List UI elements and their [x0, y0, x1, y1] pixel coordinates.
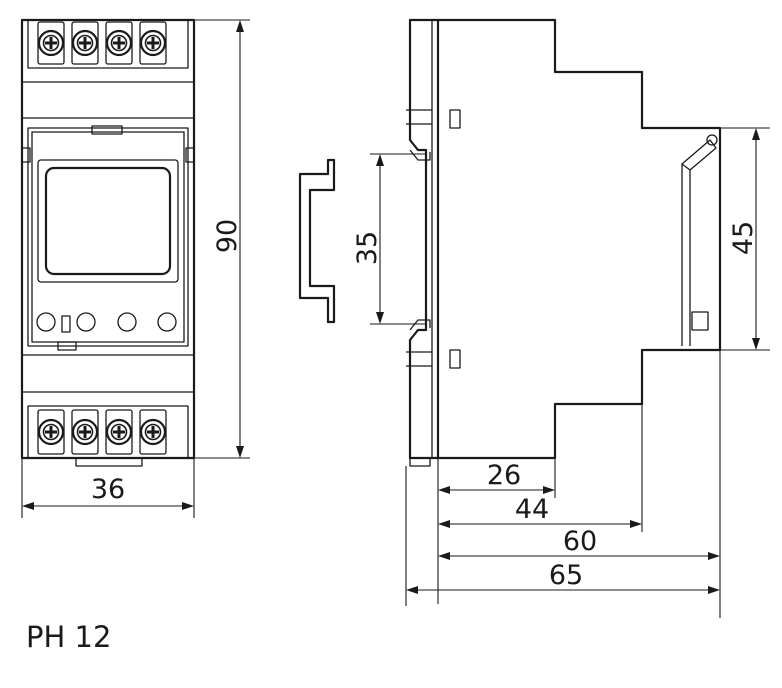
screw-icon	[105, 29, 133, 57]
rail-label: 35	[352, 231, 383, 265]
front-buttons	[36, 312, 177, 333]
screw-icon	[105, 418, 133, 446]
depth-26-label: 26	[487, 460, 521, 491]
screw-icon	[139, 418, 167, 446]
din-rail	[298, 158, 336, 324]
top-terminals	[37, 21, 167, 65]
side-view	[406, 18, 722, 467]
screw-icon	[37, 29, 65, 57]
front-height-dimension	[720, 127, 770, 351]
height-dimension	[194, 19, 250, 459]
model-label: PH 12	[26, 620, 112, 654]
height-label: 90	[212, 219, 243, 253]
depth-26-dimension	[438, 486, 555, 494]
depth-44-label: 44	[515, 494, 549, 525]
screw-icon	[71, 29, 99, 57]
screw-icon	[37, 418, 65, 446]
bottom-terminals	[37, 409, 167, 455]
screw-icon	[71, 418, 99, 446]
rail-dimension	[370, 153, 426, 325]
width-dimension	[21, 458, 195, 518]
front-view	[20, 18, 196, 467]
front-height-label: 45	[728, 221, 759, 255]
depth-65-label: 65	[549, 560, 583, 591]
depth-44-dimension	[438, 520, 642, 528]
depth-extensions	[405, 350, 721, 618]
width-label: 36	[91, 474, 125, 505]
screw-icon	[139, 29, 167, 57]
depth-60-label: 60	[563, 526, 597, 557]
depth-65-dimension	[406, 586, 720, 594]
depth-60-dimension	[438, 552, 720, 560]
